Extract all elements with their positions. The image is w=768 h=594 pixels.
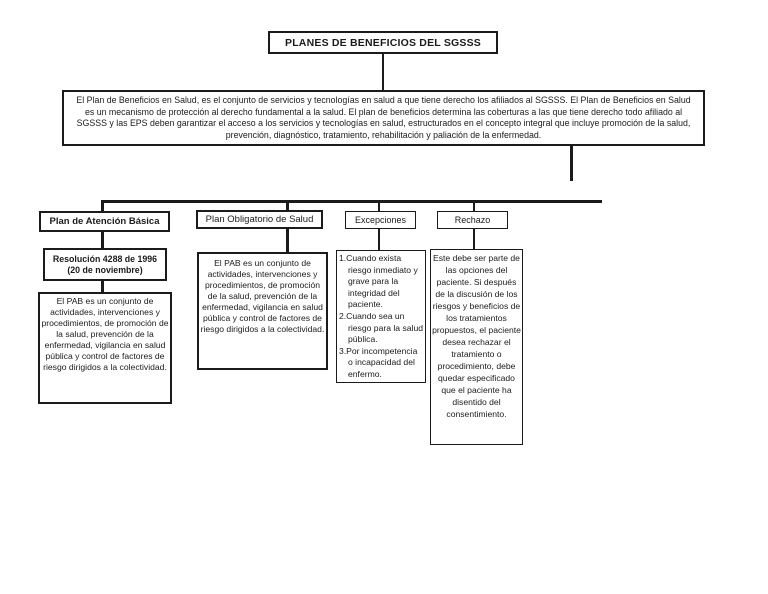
connector-pos-to-body <box>286 229 289 253</box>
connector-intro-stub <box>570 146 573 181</box>
pos-description-text: El PAB es un conjunto de actividades, in… <box>200 258 325 334</box>
connector-drop-pab <box>101 200 104 212</box>
connector-pab-to-resolution <box>101 232 104 249</box>
excepciones-item-3: 3.Por incompetencia o incapacidad del en… <box>339 345 418 379</box>
pab-description-text: El PAB es un conjunto de actividades, in… <box>41 296 169 372</box>
connector-drop-rechazo <box>473 200 475 212</box>
branch-header-plan-obligatorio-salud: Plan Obligatorio de Salud <box>196 210 323 229</box>
excepciones-item-1: 1.Cuando exista riesgo inmediato y grave… <box>339 253 418 310</box>
connector-trunk-horizontal <box>101 200 602 203</box>
connector-excepciones-to-body <box>378 228 380 250</box>
connector-rechazo-to-body <box>473 228 475 249</box>
branch-header-plan-atencion-basica: Plan de Atención Básica <box>39 211 170 232</box>
connector-resolution-to-pab-body <box>101 279 104 293</box>
excepciones-list-node: 1.Cuando exista riesgo inmediato y grave… <box>336 250 426 383</box>
excepciones-item-2: 2.Cuando sea un riesgo para la salud púb… <box>339 310 424 345</box>
branch-header-excepciones-label: Excepciones <box>354 215 407 225</box>
resolution-line1: Resolución 4288 de 1996 <box>52 253 158 264</box>
connector-drop-excepciones <box>378 200 380 212</box>
branch-header-rechazo-label: Rechazo <box>454 215 491 225</box>
root-title-label: PLANES DE BENEFICIOS DEL SGSSS <box>284 36 481 49</box>
pab-description-node: El PAB es un conjunto de actividades, in… <box>38 292 172 404</box>
connector-title-to-intro <box>382 54 384 90</box>
rechazo-description-text: Este debe ser parte de las opciones del … <box>432 253 521 419</box>
branch-header-pos-label: Plan Obligatorio de Salud <box>205 214 314 225</box>
connector-drop-pos <box>286 200 289 212</box>
intro-definition-node: El Plan de Beneficios en Salud, es el co… <box>62 90 705 146</box>
intro-definition-text: El Plan de Beneficios en Salud, es el co… <box>76 95 691 140</box>
branch-header-rechazo: Rechazo <box>437 211 508 229</box>
rechazo-description-node: Este debe ser parte de las opciones del … <box>430 249 523 445</box>
resolution-node: Resolución 4288 de 1996 (20 de noviembre… <box>43 248 167 281</box>
resolution-line2: (20 de noviembre) <box>67 264 143 275</box>
branch-header-pab-label: Plan de Atención Básica <box>49 216 160 227</box>
root-title-node: PLANES DE BENEFICIOS DEL SGSSS <box>268 31 498 54</box>
pos-description-node: El PAB es un conjunto de actividades, in… <box>197 252 328 370</box>
branch-header-excepciones: Excepciones <box>345 211 416 229</box>
